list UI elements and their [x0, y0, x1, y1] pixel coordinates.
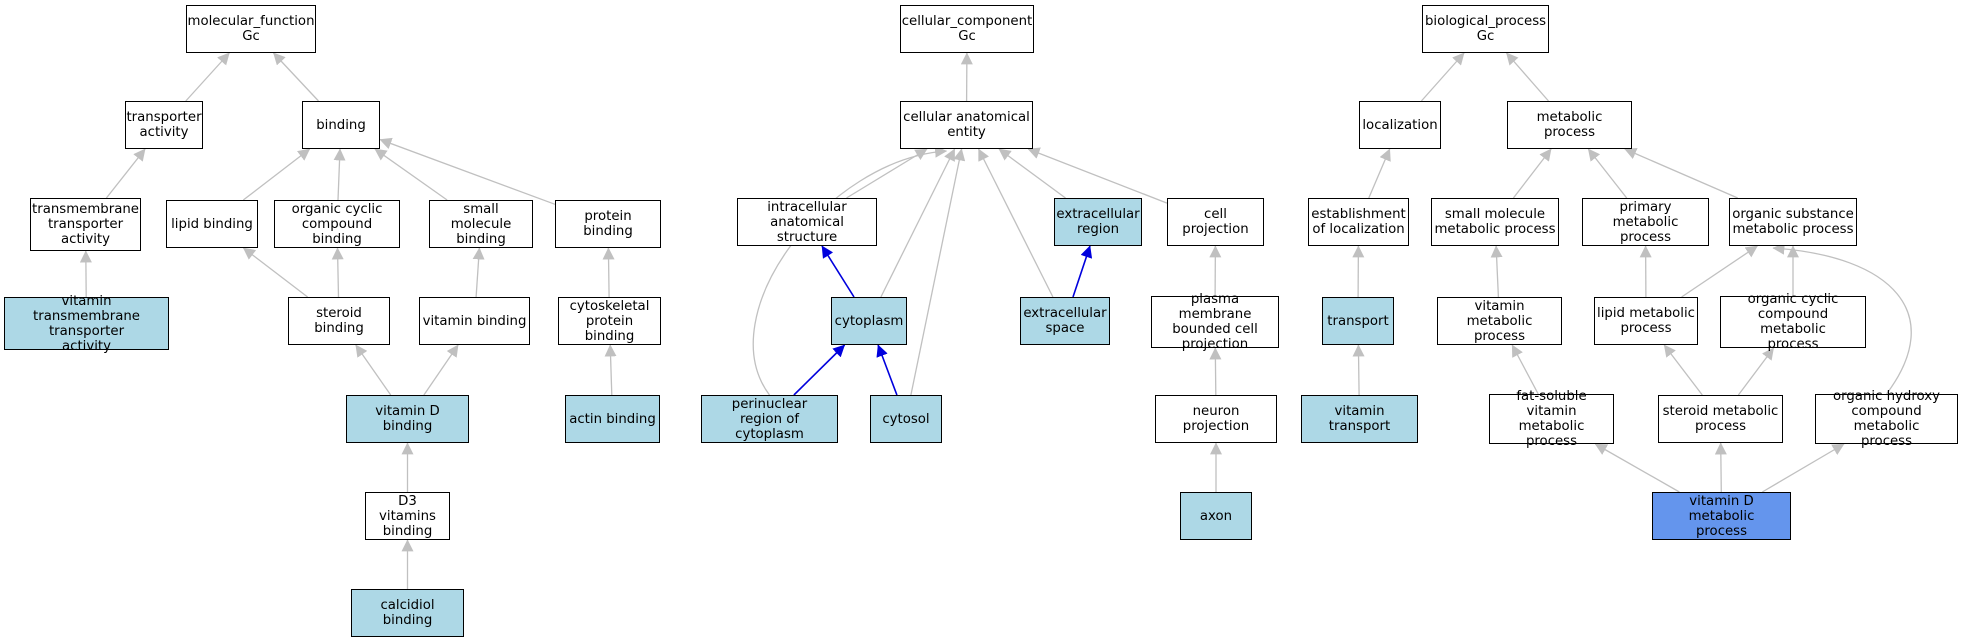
node-small-molecule-binding: small molecule binding: [429, 200, 533, 248]
edge-transporter-activity-to-mf: [185, 52, 230, 102]
node-lipid-metabolic: lipid metabolic process: [1594, 297, 1698, 345]
edge-localization-to-bp: [1420, 52, 1465, 102]
node-transporter-activity: transporter activity: [125, 101, 203, 149]
edge-steroid-binding-to-organic-cyclic-binding: [331, 247, 344, 298]
node-transport: transport: [1322, 297, 1394, 345]
node-vitamin-binding: vitamin binding: [419, 297, 530, 345]
node-metabolic-process: metabolic process: [1507, 101, 1632, 149]
node-vit-transmembrane: vitamin transmembrane transporter activi…: [4, 294, 169, 354]
edge-primary-metabolic-to-metabolic-process: [1587, 148, 1628, 199]
node-organic-cyclic-binding: organic cyclic compound binding: [274, 200, 400, 248]
node-vitD-binding: vitamin D binding: [346, 395, 469, 443]
node-small-mol-metabolic: small molecule metabolic process: [1431, 198, 1559, 246]
edge-cell-projection-to-cae: [1027, 147, 1168, 204]
node-organic-hydroxy: organic hydroxy compound metabolic proce…: [1815, 389, 1958, 449]
node-cc: cellular_component Gc: [900, 5, 1034, 53]
edge-cytosol-to-cytoplasm: [876, 344, 898, 396]
edge-fat-soluble-to-vitamin-metabolic: [1511, 344, 1539, 395]
edge-vitD-binding-to-vitamin-binding: [423, 344, 459, 396]
edge-vitamin-metabolic-to-small-mol-metabolic: [1490, 245, 1503, 298]
node-extracellular-region: extracellular region: [1054, 198, 1142, 246]
edge-metabolic-process-to-bp: [1506, 52, 1549, 102]
edge-extracellular-region-to-cae: [998, 148, 1066, 199]
edge-small-mol-metabolic-to-metabolic-process: [1512, 148, 1552, 199]
edge-protein-binding-to-binding: [379, 137, 556, 205]
edge-steroid-metabolic-to-organic-cyclic-metabolic: [1737, 347, 1775, 396]
node-protein-binding: protein binding: [555, 200, 661, 248]
edge-perinuclear-to-cytoplasm: [793, 344, 846, 396]
node-cytoskeletal-binding: cytoskeletal protein binding: [558, 297, 661, 345]
edge-steroid-binding-to-lipid-binding: [242, 247, 308, 298]
edge-transmembrane-transporter-to-transporter-activity: [105, 148, 146, 199]
edge-est-localization-to-localization: [1368, 148, 1391, 199]
edge-extracellular-space-to-cae: [978, 148, 1054, 298]
edge-steroid-metabolic-to-lipid-metabolic: [1663, 344, 1703, 396]
node-transmembrane-transporter: transmembrane transporter activity: [30, 198, 141, 251]
node-lipid-binding: lipid binding: [166, 200, 258, 248]
edge-vitD-metabolic-to-organic-hydroxy: [1761, 443, 1845, 493]
node-primary-metabolic: primary metabolic process: [1582, 198, 1709, 246]
edge-cytoplasm-to-intracellular: [821, 245, 855, 298]
node-extracellular-space: extracellular space: [1020, 297, 1110, 345]
edge-organic-hydroxy-to-organic-substance-metabolic: [1772, 242, 1912, 395]
node-pm-projection: plasma membrane bounded cell projection: [1151, 292, 1279, 352]
node-d3-binding: D3 vitamins binding: [365, 492, 450, 540]
edge-cytoplasm-to-cae: [880, 148, 956, 298]
node-bp: biological_process Gc: [1422, 5, 1549, 53]
edge-organic-cyclic-binding-to-binding: [333, 148, 346, 201]
node-actin-binding: actin binding: [565, 395, 660, 443]
node-vitamin-metabolic: vitamin metabolic process: [1437, 297, 1562, 345]
edge-cytosol-to-cae: [910, 148, 966, 396]
node-vitD-metabolic: vitamin D metabolic process: [1652, 492, 1791, 540]
node-mf: molecular_function Gc: [186, 5, 316, 53]
node-perinuclear: perinuclear region of cytoplasm: [701, 395, 838, 443]
node-cytoplasm: cytoplasm: [831, 297, 907, 345]
node-cell-projection: cell projection: [1167, 198, 1264, 246]
edge-vitamin-transport-to-transport: [1352, 344, 1365, 396]
edge-extracellular-space-to-extracellular-region: [1072, 245, 1093, 298]
node-intracellular: intracellular anatomical structure: [737, 198, 877, 246]
node-calcidiol-binding: calcidiol binding: [351, 589, 464, 637]
edge-vitD-binding-to-steroid-binding: [355, 344, 392, 396]
edge-actin-binding-to-cytoskeletal-binding: [604, 344, 617, 396]
node-cae: cellular anatomical entity: [900, 101, 1033, 149]
node-est-localization: establishment of localization: [1308, 198, 1409, 246]
edge-lipid-binding-to-binding: [242, 148, 311, 201]
node-fat-soluble: fat-soluble vitamin metabolic process: [1489, 389, 1614, 449]
node-steroid-binding: steroid binding: [288, 297, 390, 345]
node-localization: localization: [1359, 101, 1441, 149]
edge-small-molecule-binding-to-binding: [374, 148, 448, 201]
node-organic-cyclic-metabolic: organic cyclic compound metabolic proces…: [1720, 292, 1866, 352]
edge-neuron-projection-to-pm-projection: [1209, 347, 1222, 396]
edge-vitD-metabolic-to-fat-soluble: [1594, 443, 1680, 493]
edge-perinuclear-to-cae: [752, 145, 948, 396]
edge-cytoskeletal-binding-to-protein-binding: [602, 247, 615, 298]
node-axon: axon: [1180, 492, 1252, 540]
node-neuron-projection: neuron projection: [1155, 395, 1277, 443]
edge-organic-substance-metabolic-to-metabolic-process: [1624, 148, 1738, 199]
edge-lipid-metabolic-to-organic-substance-metabolic: [1681, 245, 1758, 298]
node-vitamin-transport: vitamin transport: [1301, 395, 1418, 443]
node-steroid-metabolic: steroid metabolic process: [1658, 395, 1783, 443]
node-binding: binding: [302, 101, 380, 149]
edge-vitD-metabolic-to-steroid-metabolic: [1714, 442, 1727, 493]
edge-vitamin-binding-to-small-molecule-binding: [472, 247, 485, 298]
edge-binding-to-mf: [273, 52, 319, 102]
node-cytosol: cytosol: [870, 395, 942, 443]
node-organic-substance-metabolic: organic substance metabolic process: [1729, 198, 1857, 246]
